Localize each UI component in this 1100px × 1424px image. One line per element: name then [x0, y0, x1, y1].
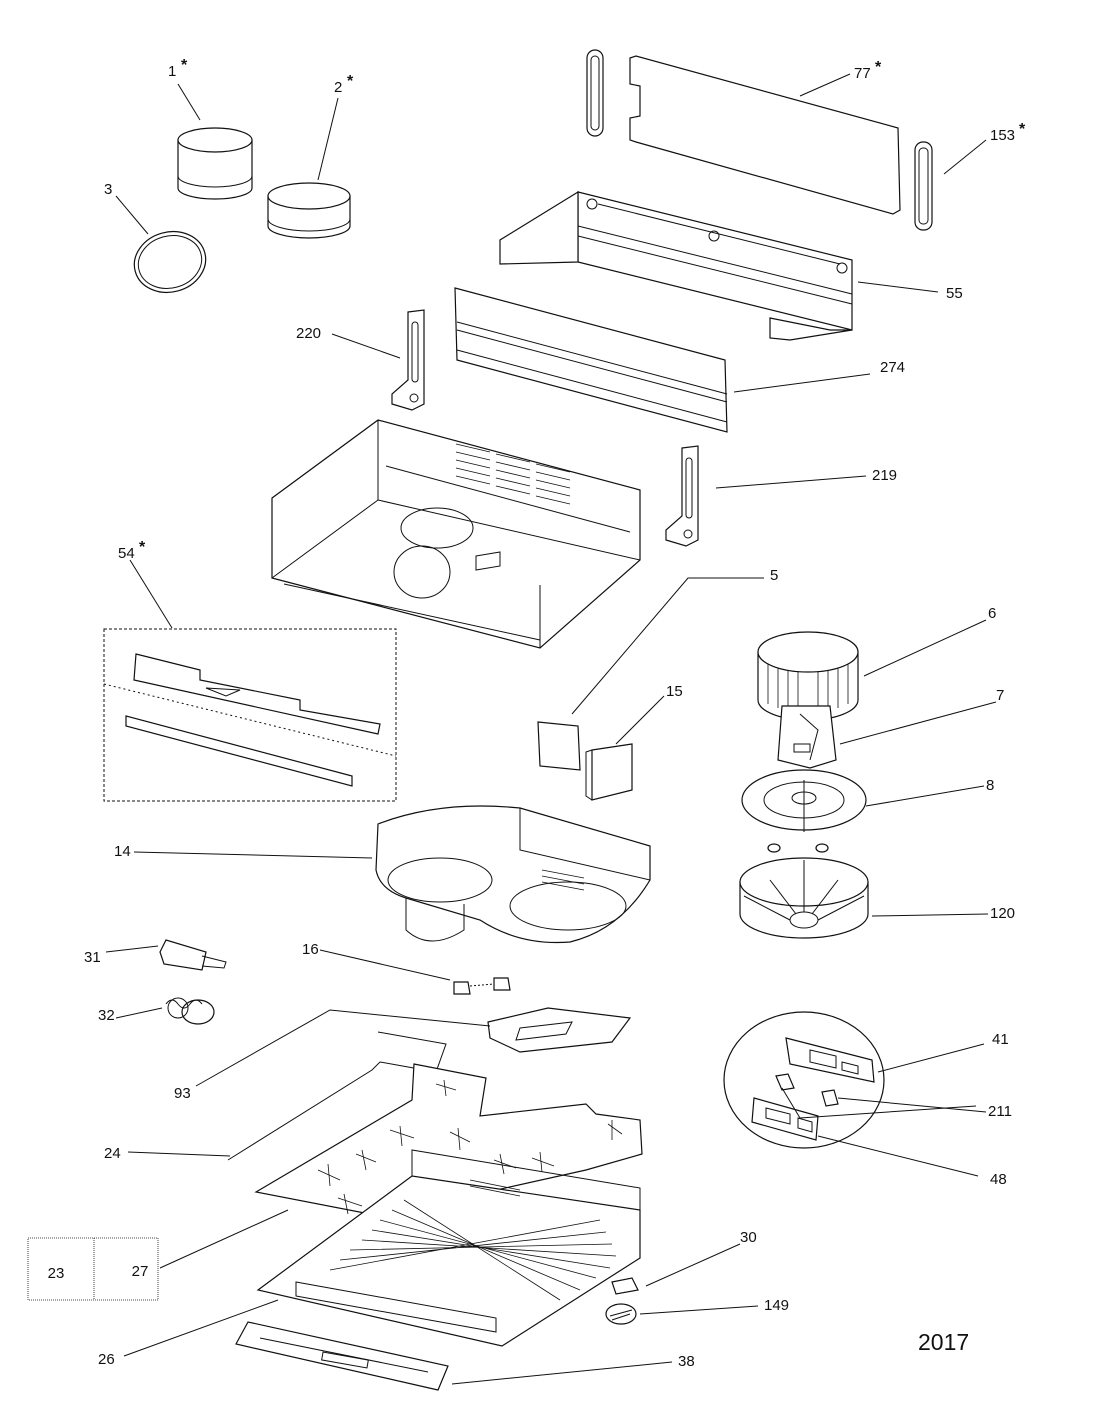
part-153-slot-strip-left: [586, 49, 604, 137]
callout-220-number: 220: [296, 325, 321, 342]
part-32-spring: [165, 997, 215, 1025]
callout-1-star: *: [181, 57, 188, 74]
part-211-clips: [775, 1073, 839, 1107]
part-48-switch-plate: [751, 1097, 819, 1141]
callout-55-number: 55: [946, 285, 963, 302]
part-drawings: 23 27: [27, 49, 933, 1391]
callout-3-number: 3: [104, 181, 112, 198]
callout-153-star: *: [1019, 121, 1026, 138]
note-box: 23 27: [27, 1237, 159, 1301]
part-24-screen: [227, 1031, 643, 1217]
callout-26-number: 26: [98, 1351, 115, 1368]
part-7-motor: [777, 705, 837, 769]
callout-153-number: 153: [990, 127, 1015, 144]
part-2-duct-collar: [267, 182, 351, 239]
callout-153: 153 *: [990, 121, 1026, 144]
callout-7-number: 7: [996, 687, 1004, 704]
part-14-blower-housing: [375, 805, 651, 944]
part-120-filter: [739, 843, 869, 939]
callout-2-number: 2: [334, 79, 342, 96]
callout-120-number: 120: [990, 905, 1015, 922]
part-153-slot-strip-right: [914, 141, 933, 231]
part-3-damper-disc: [133, 230, 207, 294]
note-box-right-label: 27: [132, 1263, 149, 1280]
part-5-plate: [537, 721, 581, 771]
callout-77: 77 *: [854, 59, 882, 82]
part-54-bracket-kit: [103, 628, 397, 802]
callout-1-number: 1: [168, 63, 176, 80]
callout-38-number: 38: [678, 1353, 695, 1370]
callout-5-number: 5: [770, 567, 778, 584]
callout-6-number: 6: [988, 605, 996, 622]
callout-54-number: 54: [118, 545, 135, 562]
part-55-top-bracket: [499, 190, 853, 341]
part-220-side-bracket: [391, 309, 425, 411]
callout-32-number: 32: [98, 1007, 115, 1024]
callout-93-number: 93: [174, 1085, 191, 1102]
callout-48-number: 48: [990, 1171, 1007, 1188]
callout-8-number: 8: [986, 777, 994, 794]
part-26-vent-panel: [256, 1149, 641, 1347]
callout-2-star: *: [347, 73, 354, 90]
callout-30-number: 30: [740, 1229, 757, 1246]
part-8-mount-plate: [741, 769, 867, 832]
leader-lines: [105, 73, 997, 1385]
callout-31-number: 31: [84, 949, 101, 966]
part-31-switch: [159, 939, 227, 971]
part-219-side-bracket: [665, 445, 699, 547]
part-149-knob: [605, 1303, 637, 1325]
note-box-left-label: 23: [48, 1265, 65, 1282]
drawing-code: 2017: [918, 1329, 969, 1355]
part-38-lens: [235, 1321, 449, 1391]
callout-219-number: 219: [872, 467, 897, 484]
callout-77-number: 77: [854, 65, 871, 82]
callout-54-star: *: [139, 539, 146, 556]
part-6-blower-wheel: [757, 631, 859, 721]
callout-274-number: 274: [880, 359, 905, 376]
part-93-light-bracket: [487, 1007, 632, 1053]
callout-labels: 1 * 2 * 3 77 * 153 * 55 220 274 219 54 *…: [84, 57, 1026, 1370]
part-274-front-rail: [454, 287, 728, 433]
part-41-control-board: [785, 1037, 875, 1083]
callout-15-number: 15: [666, 683, 683, 700]
callout-14-number: 14: [114, 843, 131, 860]
callout-77-star: *: [875, 59, 882, 76]
callout-2: 2 *: [334, 73, 354, 96]
part-control-detail: [723, 1011, 885, 1149]
callout-149-number: 149: [764, 1297, 789, 1314]
part-77-back-panel: [629, 55, 901, 215]
part-15-bracket: [585, 743, 633, 801]
part-16-clips: [453, 977, 511, 995]
part-30-switch: [611, 1277, 639, 1295]
part-1-duct-collar: [177, 127, 253, 200]
callout-41-number: 41: [992, 1031, 1009, 1048]
callout-24-number: 24: [104, 1145, 121, 1162]
part-hood-housing: [271, 419, 641, 649]
callout-211-number: 211: [988, 1103, 1012, 1120]
callout-1: 1 *: [168, 57, 188, 80]
callout-54: 54 *: [118, 539, 146, 562]
callout-16-number: 16: [302, 941, 319, 958]
